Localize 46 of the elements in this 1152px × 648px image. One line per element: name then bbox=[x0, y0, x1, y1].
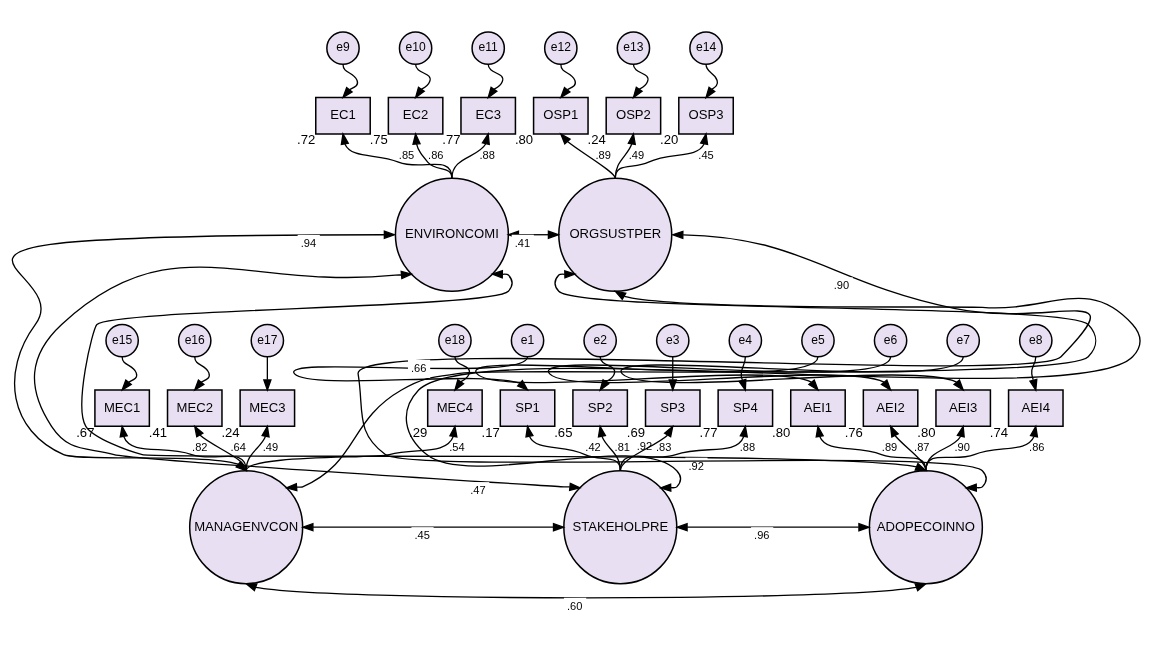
edge-label: .42 bbox=[585, 441, 601, 454]
node-label: .77 bbox=[699, 424, 718, 440]
edge-label: .66 bbox=[411, 361, 427, 374]
edge-label: .49 bbox=[262, 441, 279, 454]
node-label: .20 bbox=[660, 132, 679, 148]
edge-label: .90 bbox=[954, 441, 970, 454]
node-label: .65 bbox=[554, 424, 573, 440]
node-label: .69 bbox=[626, 424, 646, 440]
edge-label: .87 bbox=[914, 441, 930, 454]
edge-label: .94 bbox=[300, 236, 317, 249]
edge-label: .89 bbox=[881, 441, 898, 454]
node-label: .75 bbox=[369, 132, 388, 148]
edge-label: .88 bbox=[479, 148, 495, 161]
node-label: .24 bbox=[221, 424, 240, 440]
edge-label: .96 bbox=[754, 529, 770, 542]
edge-label: .92 bbox=[688, 459, 704, 472]
edge-label: .41 bbox=[514, 236, 531, 249]
edge-label: .85 bbox=[398, 148, 415, 161]
node-label: .77 bbox=[442, 132, 461, 148]
node-label: .24 bbox=[587, 132, 606, 148]
edge-label: .47 bbox=[470, 484, 486, 497]
node-label: .80 bbox=[772, 424, 791, 440]
edge-label: .89 bbox=[595, 148, 611, 161]
node-label: .74 bbox=[989, 424, 1009, 440]
node-label: .72 bbox=[297, 132, 316, 148]
node-label: .41 bbox=[148, 424, 168, 440]
node-label: .80 bbox=[514, 132, 534, 148]
edge-label: .45 bbox=[698, 148, 714, 161]
edge-label: .86 bbox=[428, 148, 444, 161]
edge-label: .49 bbox=[628, 148, 645, 161]
edge-label: .88 bbox=[739, 441, 756, 454]
edge-label: .90 bbox=[833, 279, 850, 292]
edge-label: .54 bbox=[449, 441, 465, 454]
edge-label: .92 bbox=[636, 439, 653, 452]
edge-label: .86 bbox=[1029, 441, 1045, 454]
node-label: .76 bbox=[844, 424, 863, 440]
node-label: .80 bbox=[917, 424, 936, 440]
node-label: .67 bbox=[76, 424, 95, 440]
edge-label: .82 bbox=[192, 441, 208, 454]
edge-label: .60 bbox=[567, 599, 583, 612]
node-label: .29 bbox=[409, 424, 428, 440]
edge-label: .45 bbox=[414, 529, 430, 542]
edge-label: .64 bbox=[230, 441, 246, 454]
edge-label: .81 bbox=[614, 441, 631, 454]
edge-label: .83 bbox=[655, 441, 672, 454]
node-label: .17 bbox=[481, 424, 500, 440]
